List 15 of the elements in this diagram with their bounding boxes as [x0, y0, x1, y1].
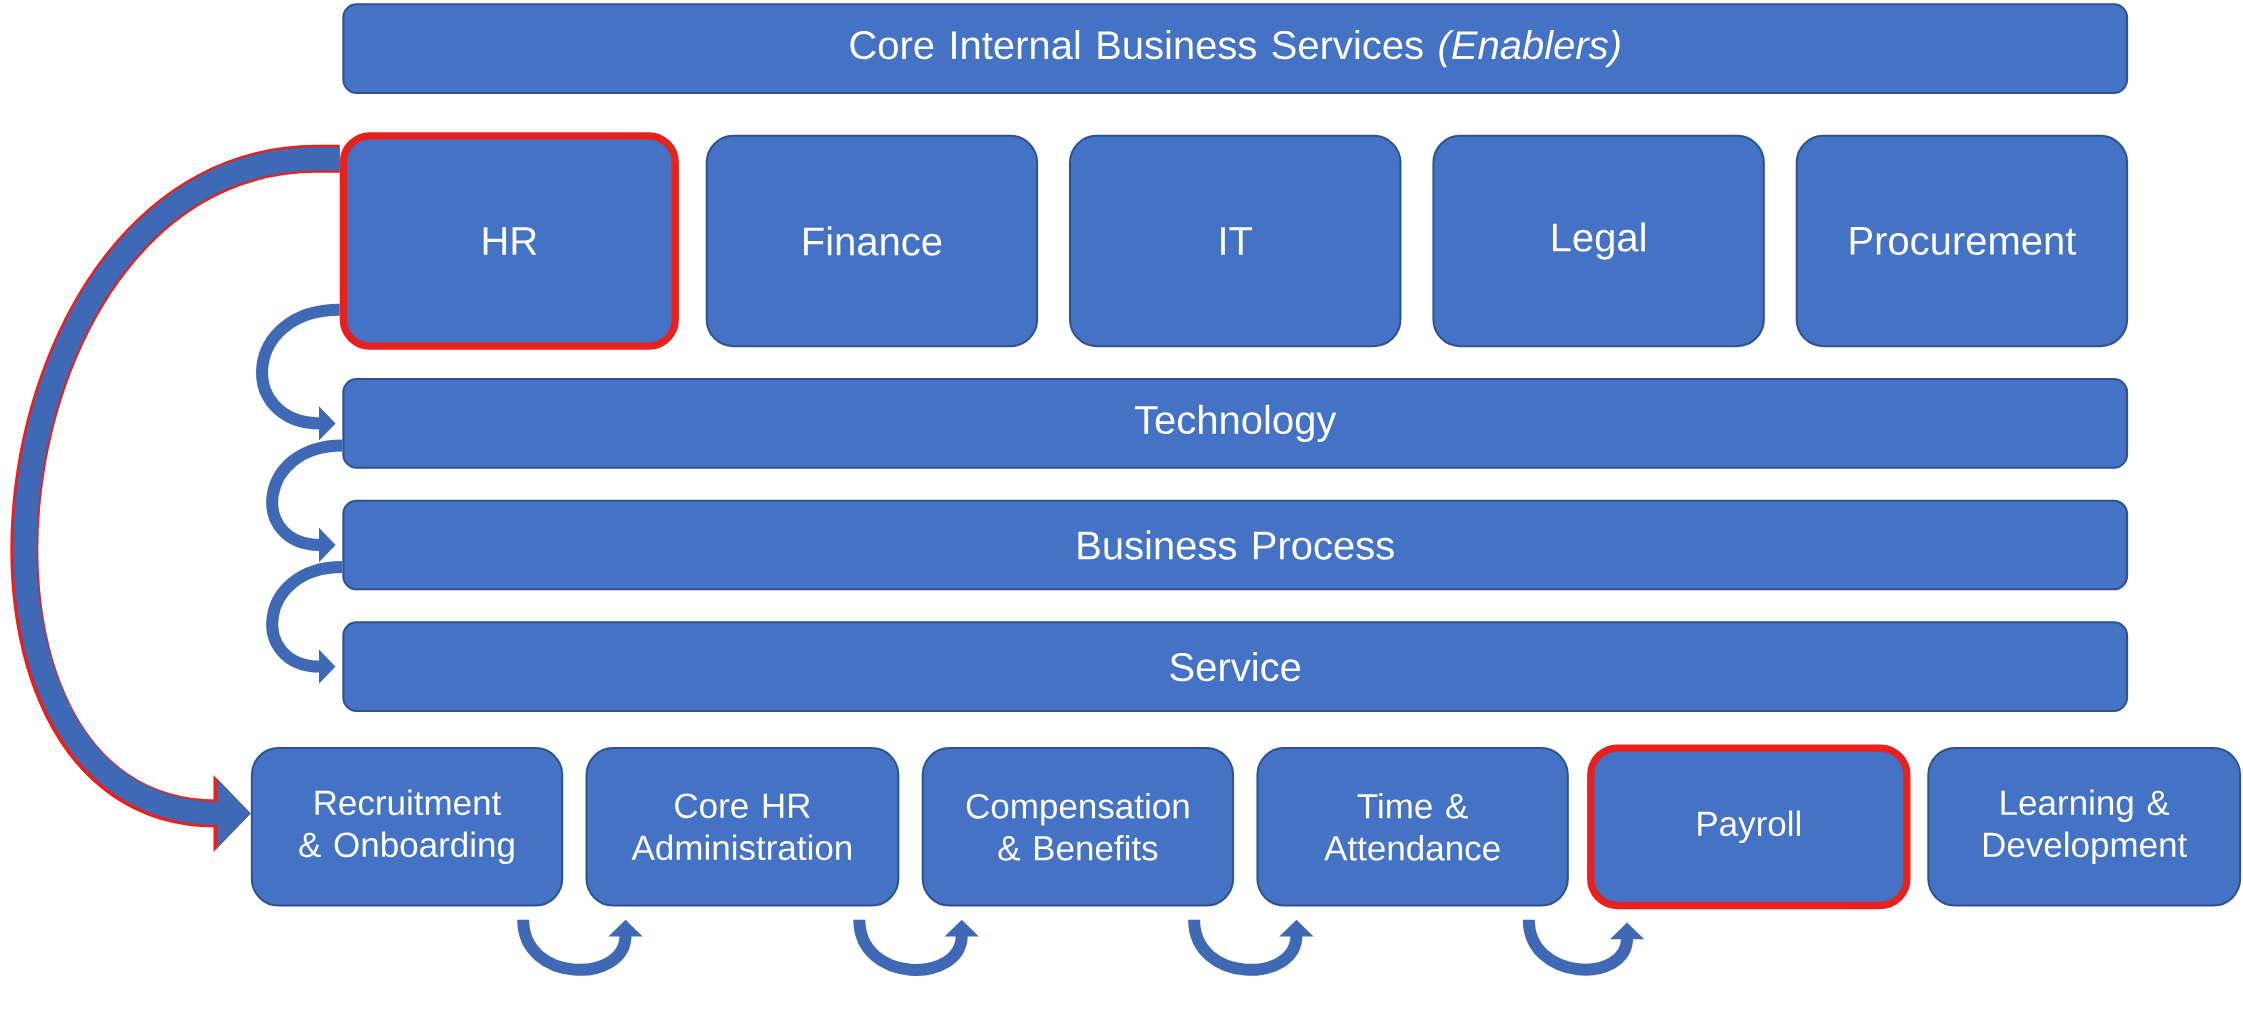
capability-box: Payroll — [1587, 744, 1911, 910]
function-box: HR — [339, 132, 679, 350]
function-box: Finance — [705, 134, 1039, 348]
function-box: Legal — [1432, 134, 1765, 348]
title-band: Core Internal Business Services (Enablers) — [342, 3, 2129, 94]
capability-box: Learning & Development — [1927, 747, 2242, 907]
capability-box: Core HR Administration — [585, 747, 900, 907]
function-box: IT — [1069, 134, 1402, 348]
layer-band: Technology — [342, 378, 2129, 469]
layer-band: Business Process — [342, 499, 2129, 591]
capability-box: Time & Attendance — [1256, 747, 1569, 907]
layer-band: Service — [342, 621, 2129, 712]
capability-box: Recruitment & Onboarding — [250, 747, 564, 907]
capability-box: Compensation & Benefits — [921, 747, 1235, 907]
function-box: Procurement — [1795, 134, 2129, 348]
